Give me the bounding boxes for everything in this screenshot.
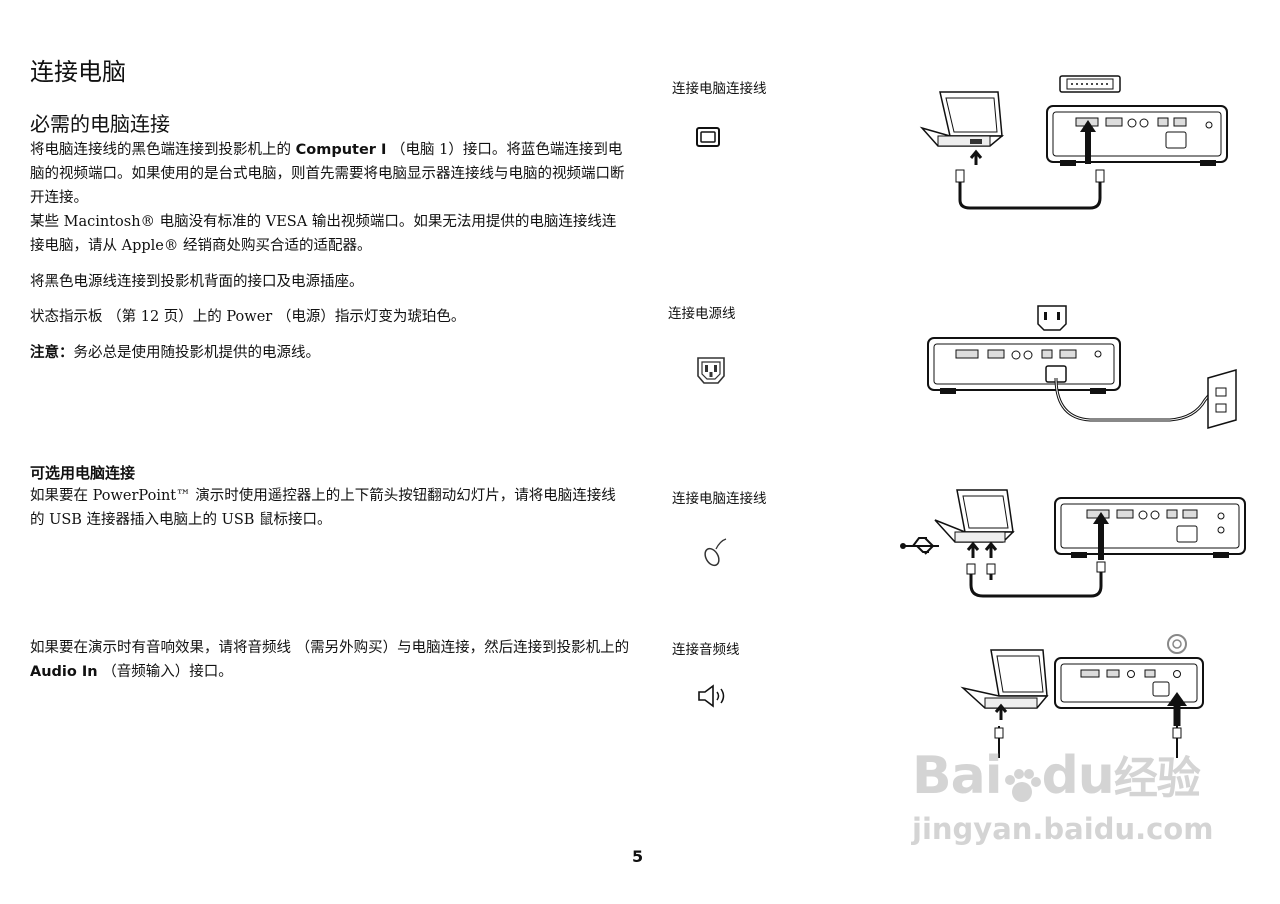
speaker-icon — [698, 684, 725, 708]
p1-text-before: 将电脑连接线的黑色端连接到投影机上的 — [30, 142, 296, 158]
vga-port-icon — [696, 127, 720, 147]
power-port-icon — [697, 357, 725, 384]
p2-port-name: Audio In — [30, 664, 98, 680]
diagram-audio-cable — [960, 634, 1204, 758]
diagram-computer-cable — [919, 75, 1228, 210]
section-heading-optional: 可选用电脑连接 — [30, 464, 136, 482]
page-number: 5 — [632, 847, 644, 866]
diagram-usb-cable — [900, 489, 1246, 598]
paragraph-status-indicator: 状态指示板 （第 12 页）上的 Power （电源）指示灯变为琥珀色。 — [30, 309, 466, 325]
caption-computer-cable: 连接电脑连接线 — [672, 81, 767, 97]
watermark-bai: Bai — [912, 746, 1003, 806]
note-text: 务必总是使用随投影机提供的电源线。 — [73, 345, 321, 361]
diagram-power-cable — [927, 305, 1237, 429]
caption-usb-cable: 连接电脑连接线 — [672, 491, 767, 507]
note-label: 注意： — [30, 345, 74, 361]
mouse-icon — [704, 538, 727, 567]
watermark-du: du — [1041, 746, 1115, 806]
paragraph-computer-connection: 将电脑连接线的黑色端连接到投影机上的 Computer I （电脑 1）接口。将… — [30, 138, 630, 210]
paw-icon — [1002, 759, 1042, 802]
note-paragraph: 注意：务必总是使用随投影机提供的电源线。 — [30, 341, 630, 365]
paragraph-usb-connection: 如果要在 PowerPoint™ 演示时使用遥控器上的上下箭头按钮翻动幻灯片，请… — [30, 488, 616, 528]
caption-power-cable: 连接电源线 — [668, 306, 736, 322]
p1-text-after: （电脑 1）接口。将蓝色端连接到电脑的视频端口。如果使用的是台式电脑，则首先需要… — [30, 142, 625, 206]
paragraph-macintosh: 某些 Macintosh® 电脑没有标准的 VESA 输出视频端口。如果无法用提… — [30, 214, 617, 254]
caption-audio-cable: 连接音频线 — [672, 642, 740, 658]
watermark-url: jingyan.baidu.com — [912, 812, 1214, 846]
page-title: 连接电脑 — [30, 58, 126, 86]
paragraph-power-cord: 将黑色电源线连接到投影机背面的接口及电源插座。 — [30, 274, 364, 290]
section-heading-required: 必需的电脑连接 — [30, 112, 170, 136]
p1-port-name: Computer I — [295, 142, 387, 158]
p2-text-before: 如果要在演示时有音响效果，请将音频线 （需另外购买）与电脑连接，然后连接到投影机… — [30, 640, 630, 656]
paragraph-audio-connection: 如果要在演示时有音响效果，请将音频线 （需另外购买）与电脑连接，然后连接到投影机… — [30, 636, 630, 684]
watermark-jingyan: 经验 — [1113, 753, 1201, 804]
p2-text-after: （音频输入）接口。 — [97, 664, 233, 680]
